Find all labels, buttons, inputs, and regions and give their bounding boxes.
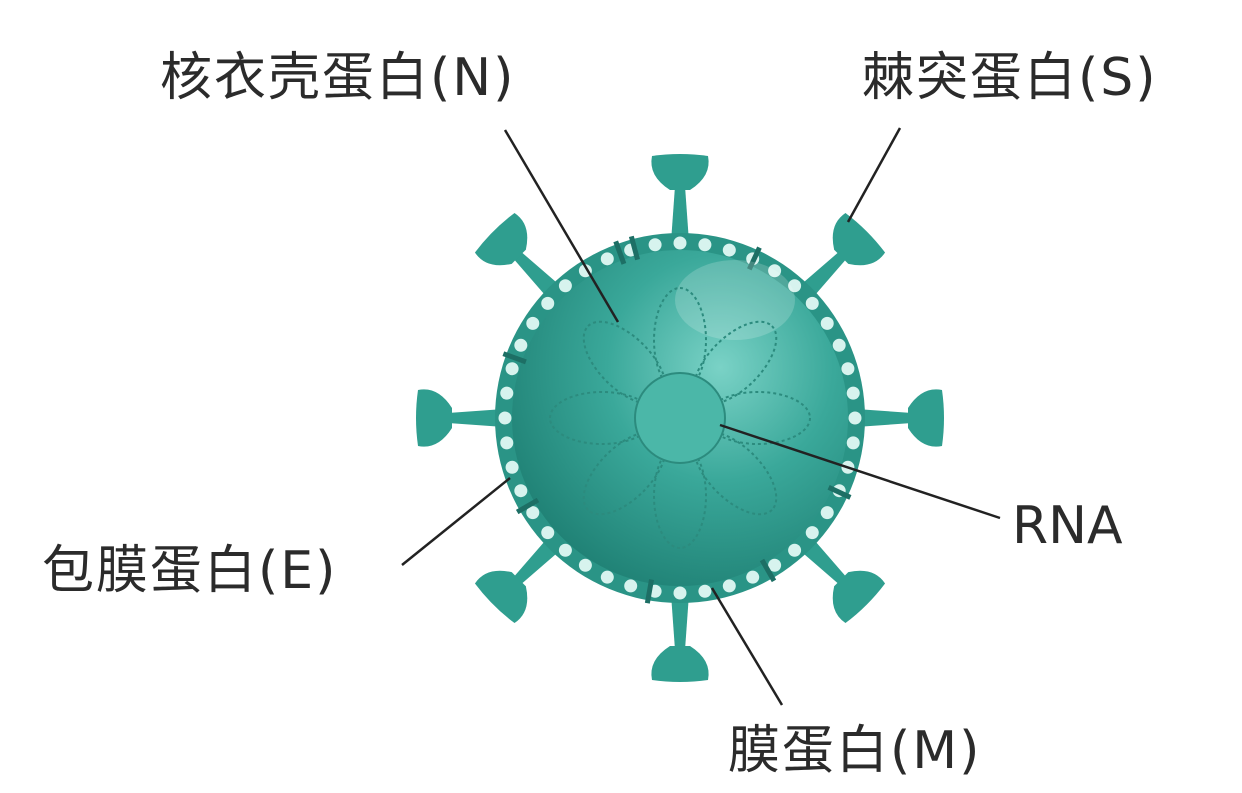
membrane-dot xyxy=(805,296,819,310)
membrane-dot xyxy=(514,338,528,352)
membrane-dot xyxy=(541,526,555,540)
label-envelope-protein: 包膜蛋白(E) xyxy=(42,541,338,601)
membrane-dot xyxy=(832,338,846,352)
membrane-dot xyxy=(578,558,592,572)
envelope-mark xyxy=(502,351,527,365)
membrane-dot xyxy=(768,558,782,572)
rna-strand xyxy=(582,431,667,516)
membrane-dot xyxy=(698,584,712,598)
leader-lines xyxy=(401,127,1001,706)
spike-proteins xyxy=(416,154,944,682)
membrane-dot xyxy=(820,506,834,520)
rna-core xyxy=(549,287,811,549)
rna-strand xyxy=(582,320,667,405)
membrane-dot xyxy=(768,264,782,278)
envelope-mark xyxy=(759,558,777,583)
rna-strand xyxy=(693,320,778,405)
leader-line-e xyxy=(401,477,511,566)
membrane-dot xyxy=(526,506,540,520)
envelope-mark xyxy=(628,235,640,261)
spike xyxy=(856,389,944,447)
envelope-mark xyxy=(747,246,762,271)
membrane-dot xyxy=(600,570,614,584)
membrane-dot xyxy=(805,526,819,540)
membrane-particles xyxy=(498,236,862,600)
membrane-dot xyxy=(788,543,802,557)
envelope-mark xyxy=(613,240,627,265)
leader-line-n xyxy=(503,129,620,323)
membrane-dot xyxy=(848,411,862,425)
membrane-dot xyxy=(841,362,855,376)
membrane-dot xyxy=(846,436,860,450)
label-nucleocapsid-protein: 核衣壳蛋白(N) xyxy=(160,48,516,108)
membrane-dot xyxy=(673,586,687,600)
rna-strand xyxy=(705,391,811,445)
membrane-dot xyxy=(698,238,712,252)
membrane-dot xyxy=(673,236,687,250)
membrane-dot xyxy=(526,316,540,330)
membrane-dot xyxy=(648,238,662,252)
membrane-dot xyxy=(746,570,760,584)
rna-strand xyxy=(693,431,778,516)
leader-line-rna xyxy=(719,423,1001,520)
label-spike-protein: 棘突蛋白(S) xyxy=(862,48,1158,108)
membrane-dot xyxy=(505,362,519,376)
envelope-mark xyxy=(515,497,540,515)
membrane-dot xyxy=(514,484,528,498)
membrane-dot xyxy=(541,296,555,310)
membrane-dot xyxy=(500,386,514,400)
membrane-dot xyxy=(498,411,512,425)
membrane-dot xyxy=(722,579,736,593)
spike xyxy=(651,154,709,242)
membrane-dot xyxy=(820,316,834,330)
membrane-dot xyxy=(600,252,614,266)
membrane-dot xyxy=(788,279,802,293)
membrane-dot xyxy=(505,460,519,474)
envelope-mark xyxy=(827,485,852,500)
label-rna: RNA xyxy=(1012,496,1123,556)
membrane-dot xyxy=(846,386,860,400)
label-membrane-protein: 膜蛋白(M) xyxy=(728,721,982,781)
envelope-protein-marks xyxy=(502,235,852,604)
membrane-dot xyxy=(500,436,514,450)
membrane-dot xyxy=(558,543,572,557)
membrane-dot xyxy=(722,243,736,257)
envelope-mark xyxy=(644,579,654,604)
spike xyxy=(416,389,504,447)
rna-strand xyxy=(653,443,707,549)
leader-line-s xyxy=(846,127,902,223)
membrane-dot xyxy=(624,579,638,593)
rna-strand xyxy=(549,391,655,445)
rna-strand xyxy=(653,287,707,393)
membrane-dot xyxy=(558,279,572,293)
leader-line-m xyxy=(710,587,784,706)
spike xyxy=(651,594,709,682)
